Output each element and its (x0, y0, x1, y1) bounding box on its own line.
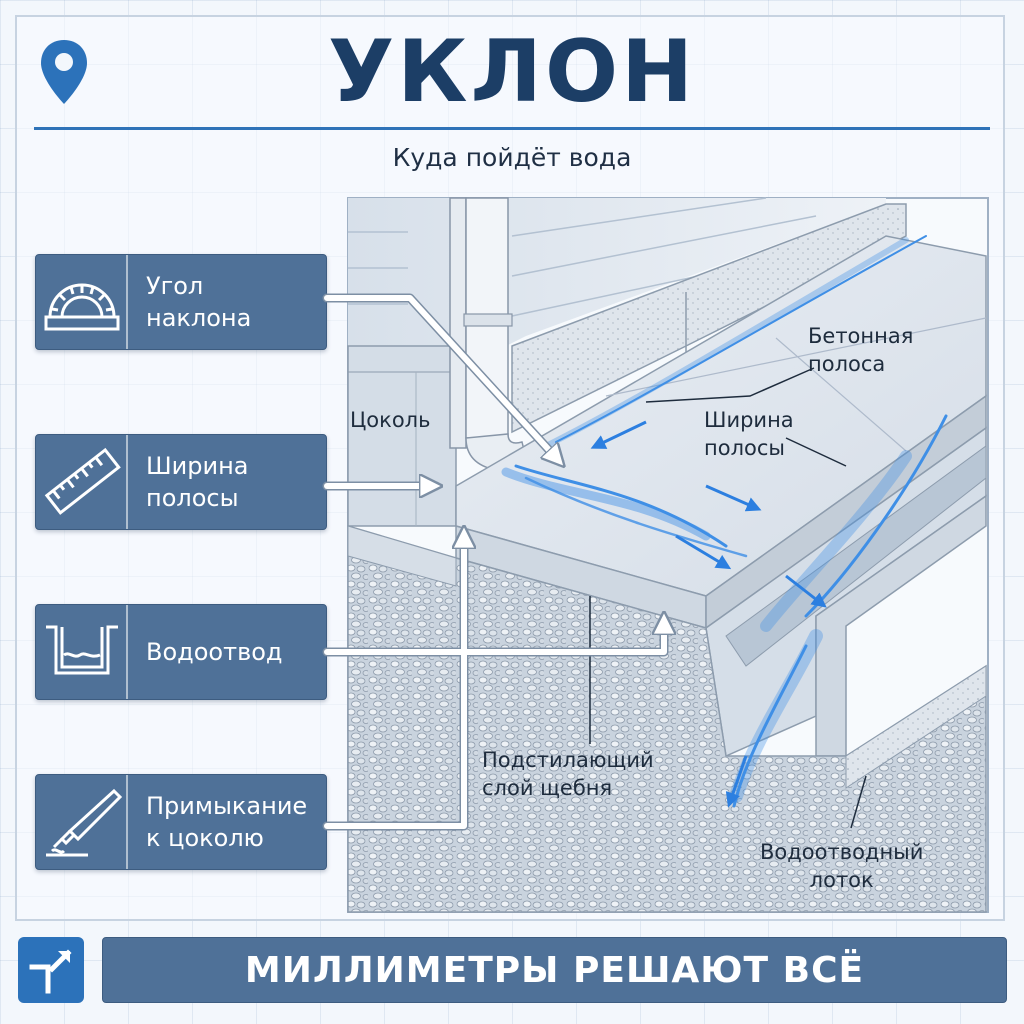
label-drain-channel: Водоотводный лоток (760, 840, 924, 892)
map-pin-icon (41, 40, 87, 104)
page-title: УКЛОН (327, 22, 697, 122)
protractor-icon (44, 283, 120, 331)
footer-banner: МИЛЛИМЕТРЫ РЕШАЮТ ВСЁ (102, 937, 1007, 1003)
blind-area-diagram: Цоколь Бетонная полоса Ширина полосы Под… (346, 196, 992, 916)
label-gravel-layer: Подстилающий слой щебня (482, 748, 654, 800)
ruler-icon (44, 447, 121, 515)
card-drainage: Водоотвод (35, 604, 327, 700)
card-label: Угол наклона (146, 272, 252, 332)
card-strip-width: Ширина полосы (35, 434, 327, 530)
card-label: Примыкание к цоколю (146, 792, 308, 852)
page-subtitle: Куда пойдёт вода (392, 143, 632, 172)
label-strip-width: Ширина полосы (704, 408, 794, 460)
label-plinth: Цоколь (350, 408, 431, 432)
card-plinth-junction: Примыкание к цоколю (35, 774, 327, 870)
corner-arrow-icon (18, 937, 84, 1003)
card-label: Водоотвод (146, 638, 283, 666)
title-rule (34, 127, 990, 130)
water-tray-icon (46, 625, 118, 675)
label-concrete-strip: Бетонная полоса (808, 324, 914, 376)
sealant-gun-icon (46, 788, 122, 857)
card-label: Ширина полосы (146, 452, 249, 512)
